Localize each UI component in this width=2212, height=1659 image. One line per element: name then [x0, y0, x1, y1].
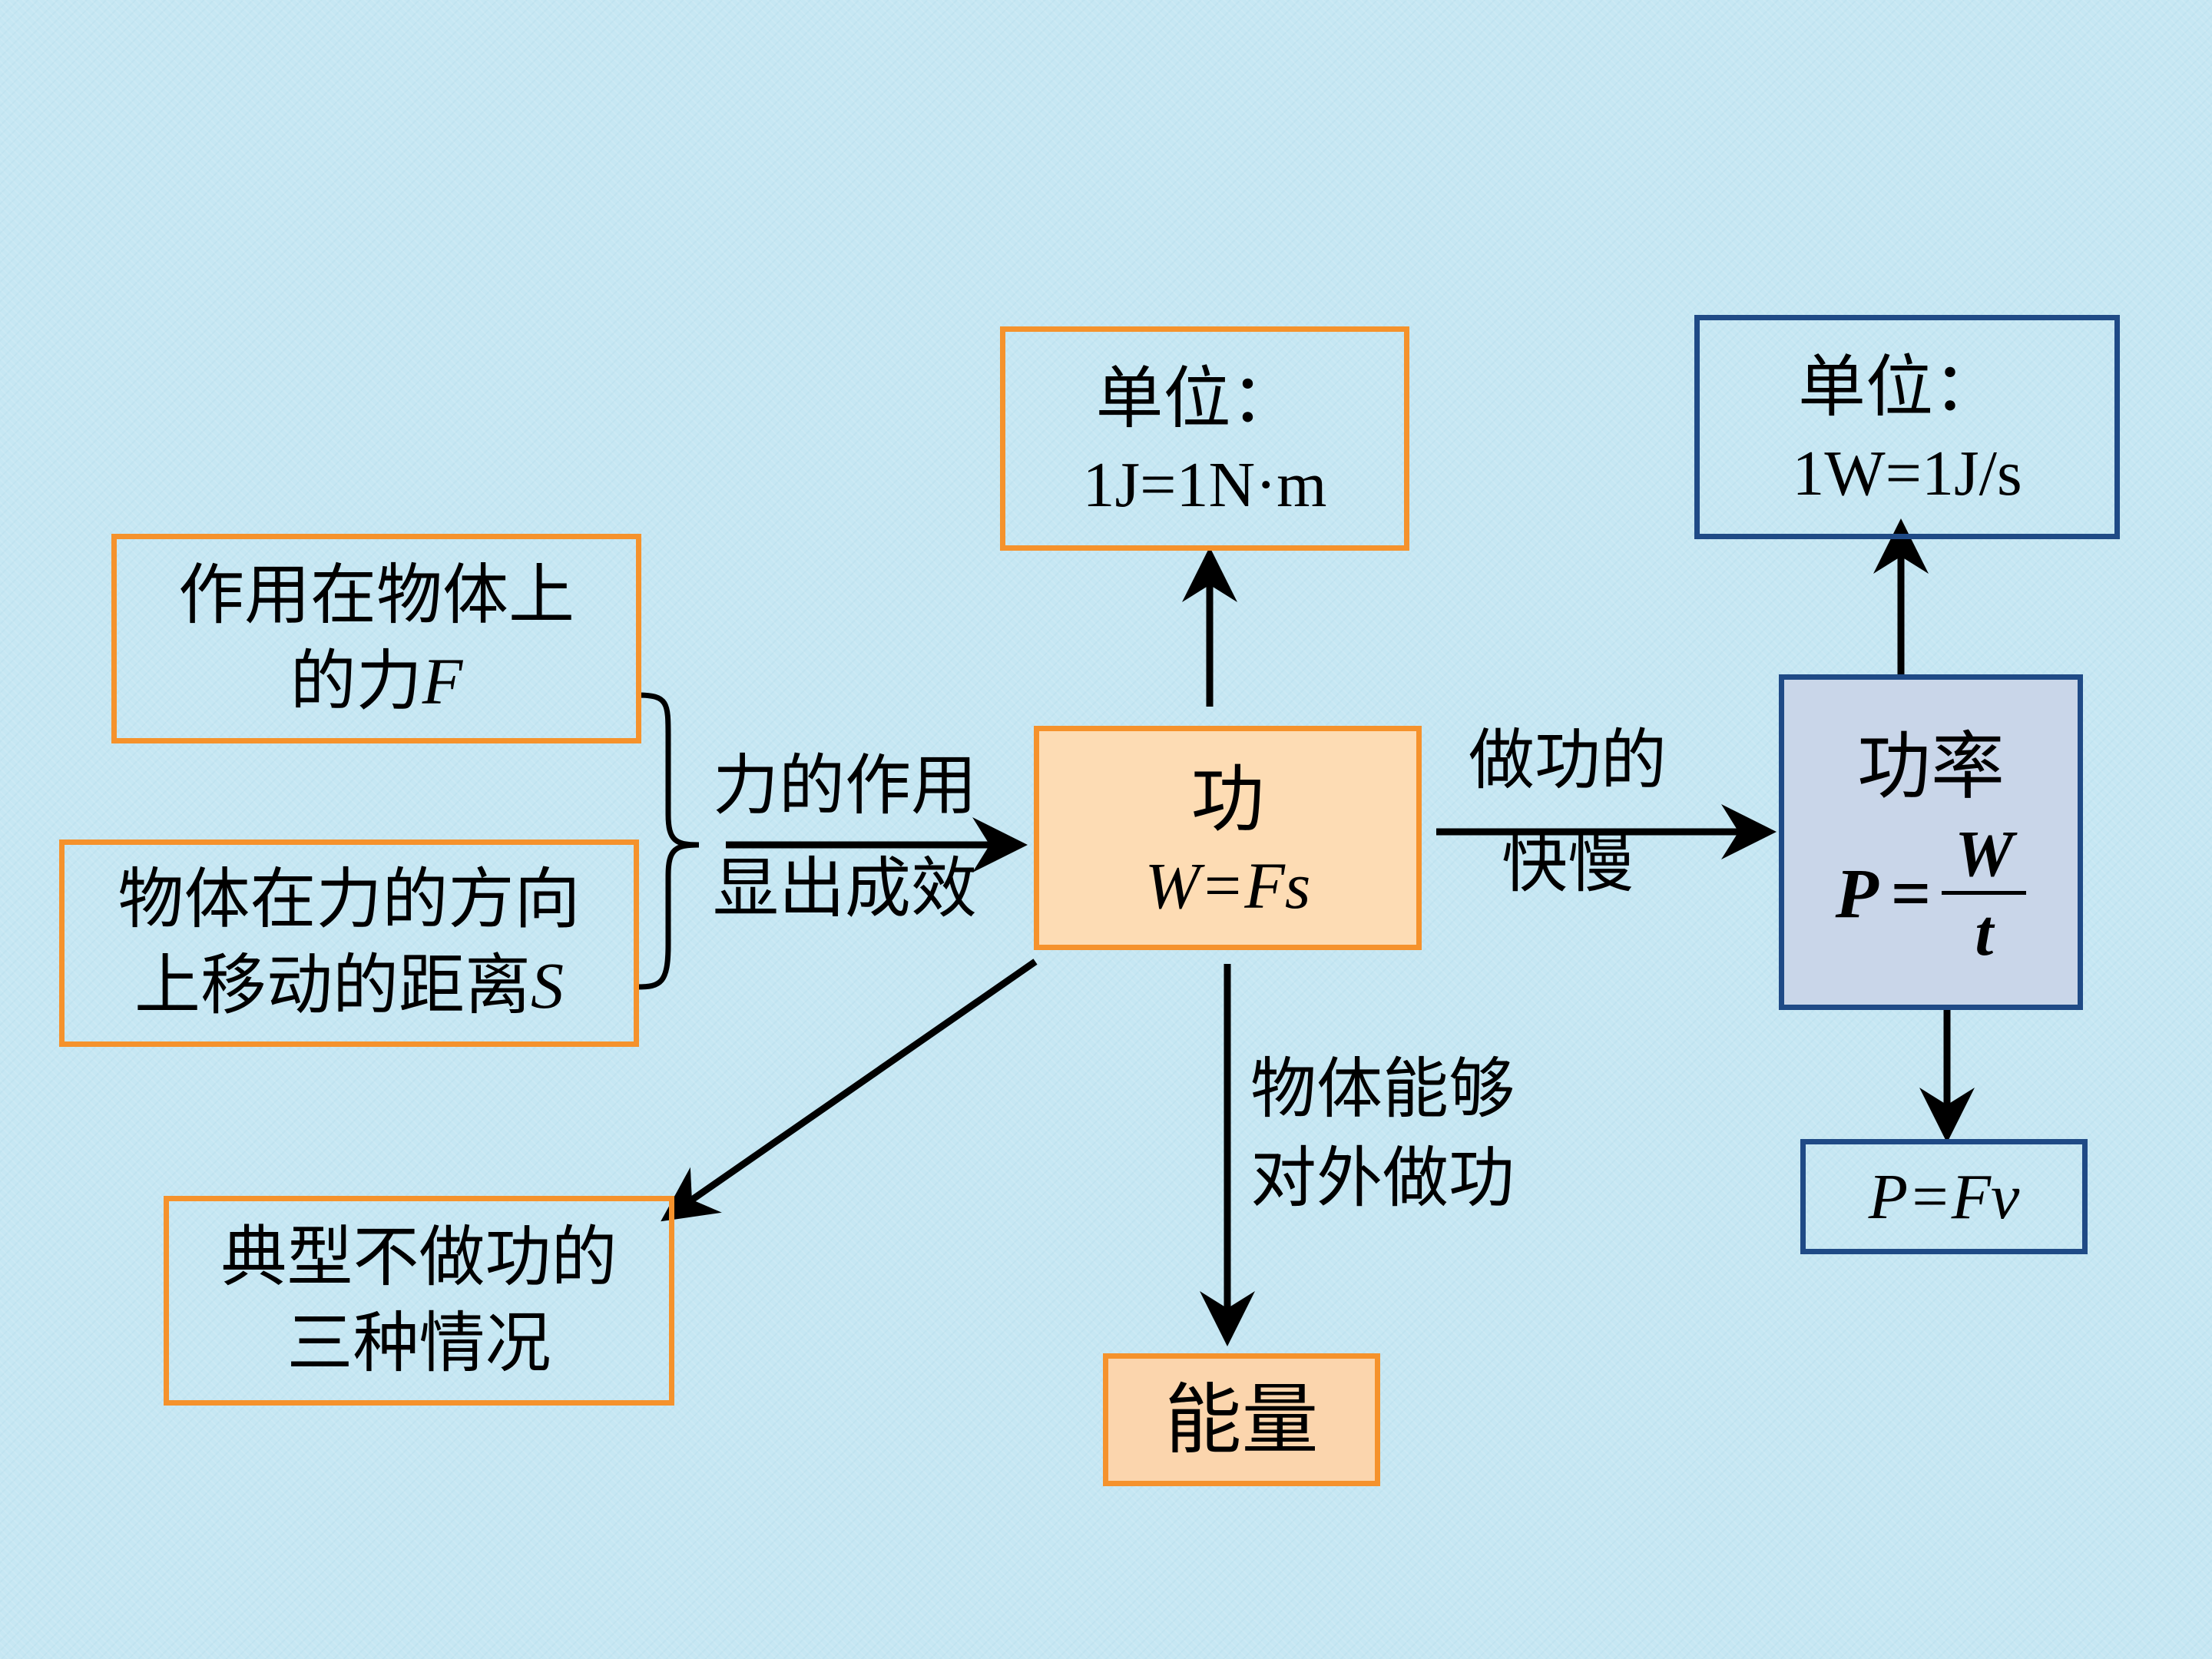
speed-label-line2: 快慢	[1502, 825, 1634, 902]
work-title: 功	[1190, 756, 1265, 843]
speed-label: 做功的 快慢	[1469, 716, 1667, 908]
power-numerator: W	[1955, 816, 2014, 891]
work-unit-formula: 1J=1N·m	[1082, 449, 1327, 521]
power-fv-formula: P=Fv	[1868, 1161, 2020, 1233]
work-unit-box: 单位： 1J=1N·m	[1000, 326, 1409, 551]
effect-label: 力的作用 显出成效	[713, 741, 977, 933]
effect-label-line1: 力的作用	[713, 747, 977, 824]
ability-label-line1: 物体能够	[1250, 1051, 1515, 1128]
effect-label-line2: 显出成效	[713, 850, 977, 928]
no-work-box: 典型不做功的 三种情况	[164, 1196, 674, 1406]
work-formula: W=Fs	[1144, 849, 1311, 923]
distance-box-text2: 上移动的距离	[134, 947, 531, 1024]
power-unit-box: 单位： 1W=1J/s	[1694, 315, 2120, 539]
ability-label-line2: 对外做功	[1250, 1140, 1515, 1217]
energy-box: 能量	[1103, 1353, 1380, 1486]
power-fraction: W t	[1942, 816, 2027, 970]
power-unit-formula: 1W=1J/s	[1792, 437, 2022, 509]
distance-box-line1: 物体在力的方向	[118, 861, 581, 939]
ability-label: 物体能够 对外做功	[1250, 1045, 1515, 1223]
force-box-text2: 的力	[290, 642, 422, 720]
power-unit-title: 单位：	[1797, 347, 2001, 427]
force-box: 作用在物体上 的力F	[111, 534, 641, 743]
power-title: 功率	[1857, 723, 2005, 810]
energy-title: 能量	[1164, 1374, 1319, 1465]
power-formula: P = W t	[1836, 820, 2027, 965]
work-box: 功 W=Fs	[1034, 726, 1422, 950]
distance-box: 物体在力的方向 上移动的距离S	[59, 839, 639, 1047]
power-equals: =	[1890, 853, 1932, 932]
brace	[637, 692, 700, 990]
distance-box-line2: 上移动的距离S	[134, 943, 564, 1029]
power-denominator: t	[1975, 896, 1994, 970]
power-lhs: P	[1835, 853, 1879, 932]
arrow-to-no-work	[661, 959, 1038, 1222]
no-work-line1: 典型不做功的	[220, 1218, 618, 1296]
speed-label-line1: 做功的	[1469, 722, 1667, 799]
force-symbol: F	[422, 644, 463, 718]
distance-symbol: S	[531, 949, 564, 1022]
power-box: 功率 P = W t	[1779, 674, 2083, 1010]
fraction-bar	[1942, 891, 2027, 896]
force-box-line1: 作用在物体上	[178, 556, 575, 634]
work-unit-title: 单位：	[1095, 359, 1299, 439]
force-box-line2: 的力F	[290, 639, 463, 725]
no-work-line2: 三种情况	[286, 1304, 551, 1382]
power-fv-box: P=Fv	[1800, 1139, 2088, 1254]
